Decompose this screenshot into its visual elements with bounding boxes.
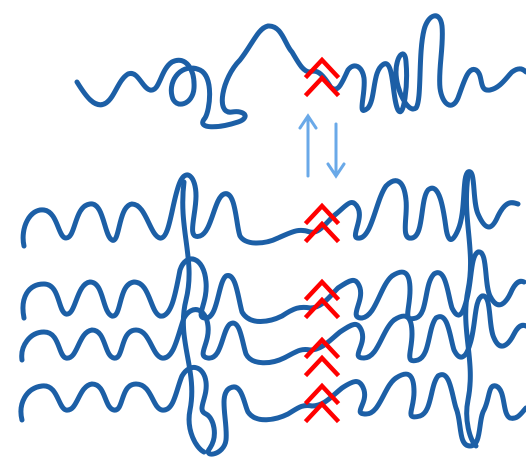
fibril-strand-1 bbox=[23, 172, 518, 246]
free-strand-path bbox=[77, 16, 526, 127]
exchange-arrows bbox=[300, 116, 344, 176]
chevron-marker-layer-4 bbox=[307, 386, 337, 420]
fibril-strand-4 bbox=[21, 367, 526, 454]
arrow-up-icon bbox=[300, 116, 316, 176]
fibril-strand-2 bbox=[23, 252, 524, 322]
fibril-stack bbox=[21, 172, 526, 454]
chevron-marker-layer-1 bbox=[307, 206, 337, 240]
chevron-markers bbox=[307, 60, 337, 420]
chevron-marker-free bbox=[307, 60, 337, 94]
arrow-down-icon bbox=[328, 124, 344, 176]
chevron-marker-layer-2 bbox=[307, 282, 337, 316]
free-strand bbox=[77, 16, 526, 127]
